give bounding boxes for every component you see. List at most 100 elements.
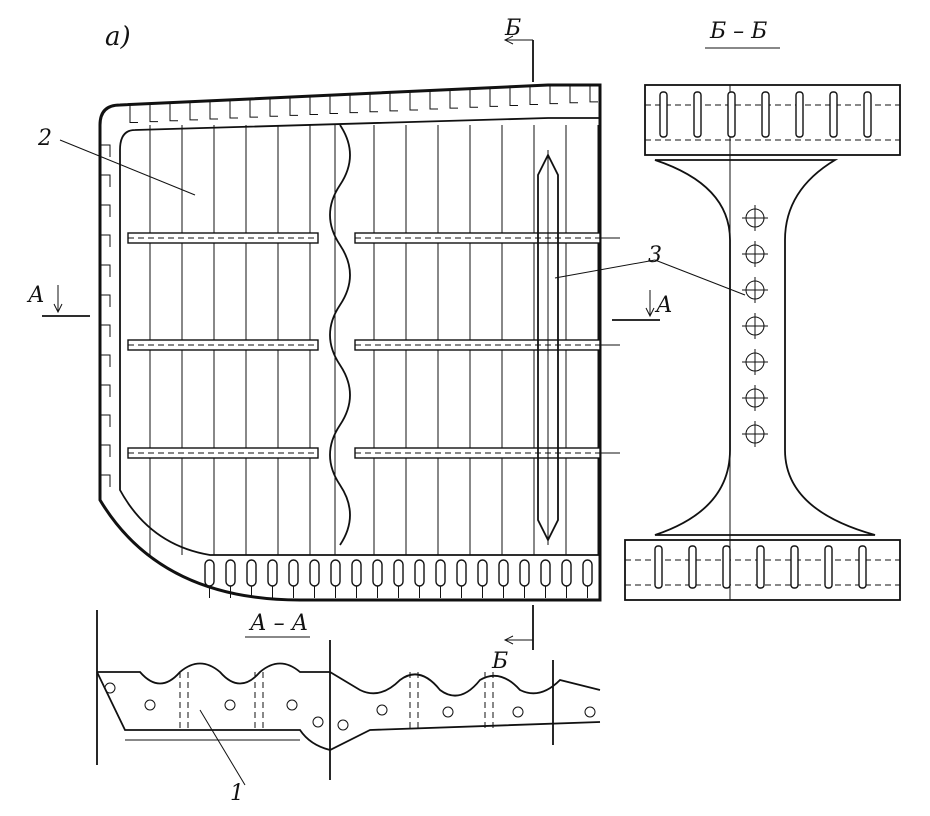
bottom-frame-opening <box>582 559 593 587</box>
section-aa-title: А – А <box>248 611 308 636</box>
left-frame-rib <box>100 474 111 487</box>
top-frame-rib <box>429 91 438 110</box>
aa-hole <box>584 706 596 718</box>
callout-2: 2 <box>37 126 52 151</box>
cut-a-left-label: А <box>26 283 45 308</box>
left-frame-rib <box>100 264 111 277</box>
cut-b-top-label: Б <box>504 16 521 41</box>
bb-top-stiffener <box>659 91 668 138</box>
top-frame-rib <box>389 92 398 112</box>
corrugated-bulkhead <box>329 124 351 546</box>
bb-top-stiffener <box>829 91 838 138</box>
left-frame-rib <box>100 354 111 367</box>
cut-a-right-arrowhead <box>645 307 655 318</box>
bottom-frame-opening <box>540 559 551 587</box>
bb-top-stiffener <box>863 91 872 138</box>
bb-top-stiffener <box>693 91 702 138</box>
aa-hole <box>286 699 298 711</box>
bb-bottom-stiffener <box>858 545 867 589</box>
top-frame-rib <box>229 100 238 119</box>
bb-top-stiffener <box>727 91 736 138</box>
left-frame-rib <box>100 174 111 187</box>
bottom-frame-opening <box>414 559 425 587</box>
bottom-frame-opening <box>498 559 509 587</box>
left-frame-rib <box>100 324 111 337</box>
bottom-frame-opening <box>519 559 530 587</box>
bb-top-flange <box>644 84 901 156</box>
top-frame-rib <box>189 101 198 121</box>
top-frame-rib <box>369 93 378 113</box>
top-frame-rib <box>409 91 418 111</box>
callout-3: 3 <box>648 243 662 268</box>
aa-hole <box>104 682 116 694</box>
top-frame-rib <box>309 96 318 115</box>
leader-3a <box>554 259 656 279</box>
bb-bottom-stiffener <box>688 545 697 589</box>
bottom-frame-opening <box>456 559 467 587</box>
left-frame-rib <box>100 444 111 457</box>
bb-top-stiffener <box>761 91 770 138</box>
section-bb-view <box>624 47 901 601</box>
left-frame-rib <box>100 204 111 217</box>
hull-outline <box>98 83 602 602</box>
aa-hole <box>312 716 324 728</box>
leader-3b <box>654 259 746 296</box>
bb-bottom-stiffener <box>654 545 663 589</box>
horizontal-girders <box>127 232 620 459</box>
top-frame-rib <box>149 103 158 123</box>
aa-hole <box>224 699 236 711</box>
bottom-frame-opening <box>330 559 341 587</box>
top-frames <box>129 83 598 124</box>
aa-hole <box>376 704 388 716</box>
bb-top-stiffeners <box>659 91 872 138</box>
bottom-frame-opening <box>288 559 299 587</box>
bb-bottom-stiffener <box>722 545 731 589</box>
aa-top-wave <box>97 662 601 697</box>
left-frames <box>100 144 111 487</box>
bottom-frame-opening <box>372 559 383 587</box>
bb-bottom-flange <box>624 539 901 601</box>
left-frame-rib <box>100 234 111 247</box>
top-frame-rib <box>569 84 578 104</box>
top-frame-rib <box>529 86 538 106</box>
top-frame-rib <box>169 102 178 122</box>
cut-a-right-label: А <box>654 293 673 318</box>
top-frame-rib <box>509 87 518 106</box>
bb-bottom-stiffener <box>824 545 833 589</box>
cut-b-bottom-label: Б <box>491 649 508 674</box>
bb-web-profile <box>654 159 876 536</box>
top-frame-rib <box>269 98 278 117</box>
bottom-frame-opening <box>435 559 446 587</box>
section-aa-view <box>96 610 601 786</box>
top-frame-rib <box>469 89 478 108</box>
bb-bottom-stiffener <box>756 545 765 589</box>
top-frame-rib <box>289 97 298 116</box>
aa-holes <box>104 682 596 731</box>
bottom-frame-opening <box>561 559 572 587</box>
bottom-frame-opening <box>477 559 488 587</box>
aa-hole <box>144 699 156 711</box>
bottom-frame-opening <box>204 559 215 587</box>
bottom-frame-opening <box>267 559 278 587</box>
leader-1 <box>199 709 246 786</box>
section-bb-title: Б – Б <box>709 19 767 44</box>
bottom-frame-opening <box>351 559 362 587</box>
bottom-frame-opening <box>309 559 320 587</box>
bottom-frame-opening <box>225 559 236 587</box>
aa-hole <box>442 706 454 718</box>
left-frame-rib <box>100 144 111 157</box>
top-frame-rib <box>209 100 218 120</box>
bb-bottom-stiffener <box>790 545 799 589</box>
bb-top-stiffener <box>795 91 804 138</box>
aa-hole <box>337 719 349 731</box>
hull-inner-outline <box>119 117 600 556</box>
cut-a-left-arrowhead <box>53 303 63 314</box>
callout-1: 1 <box>230 781 244 806</box>
top-frame-rib <box>489 88 498 107</box>
aa-hole <box>512 706 524 718</box>
cut-b-top-arrowhead <box>503 35 514 45</box>
bb-bottom-stiffeners <box>654 545 867 589</box>
top-frame-rib <box>549 85 558 105</box>
bottom-frames <box>204 559 593 598</box>
